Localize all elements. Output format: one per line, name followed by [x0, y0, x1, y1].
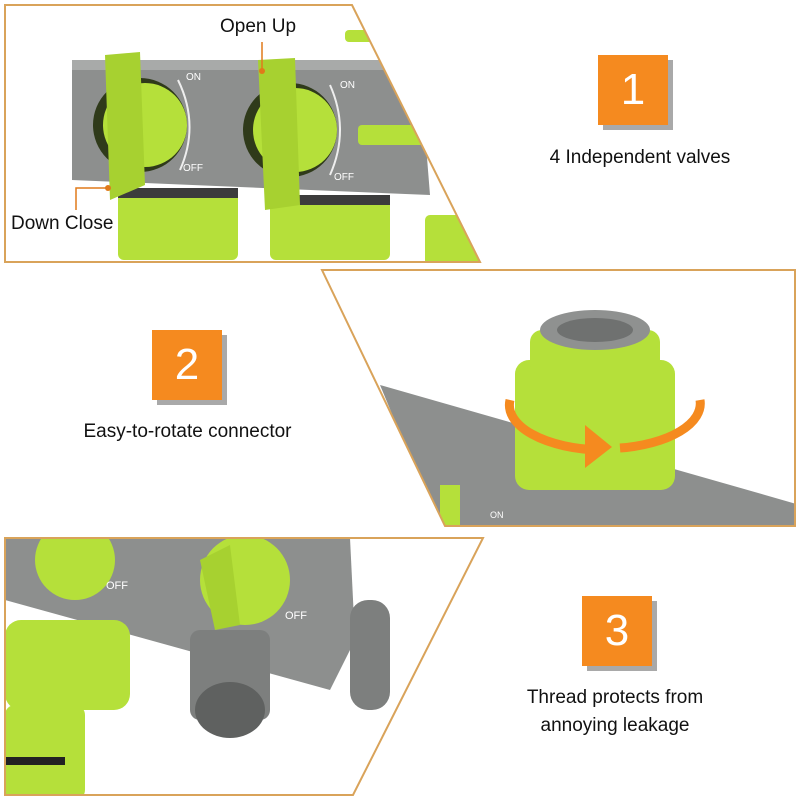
dial-off-text-2: OFF [334, 172, 354, 183]
panel3-dial-off-text: OFF [106, 580, 128, 592]
feature-1-caption: 4 Independent valves [549, 147, 731, 168]
rotating-connector-photo [322, 270, 795, 526]
dial-on-text: ON [186, 72, 201, 83]
dial-on-text-2: ON [340, 80, 355, 91]
down-close-label: Down Close [11, 213, 114, 234]
dial-off-text: OFF [183, 163, 203, 174]
threaded-outlet-photo [5, 538, 483, 795]
open-up-label: Open Up [220, 16, 297, 37]
feature-1-badge: 1 [598, 55, 668, 125]
feature-2-badge: 2 [152, 330, 222, 400]
feature-3-badge: 3 [582, 596, 652, 666]
panel2-dial-on-text: ON [490, 510, 504, 520]
feature-3-caption: Thread protects from annoying leakage [490, 684, 740, 740]
feature-3-caption-line-2: annoying leakage [540, 715, 690, 736]
feature-3-caption-line-1: Thread protects from [526, 687, 704, 708]
panel3-dial-off-text-2: OFF [285, 610, 307, 622]
feature-2-caption: Easy-to-rotate connector [83, 421, 292, 442]
